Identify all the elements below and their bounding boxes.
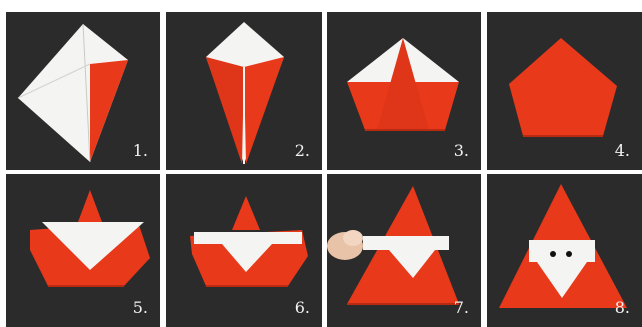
step-3-photo: 3. <box>327 12 481 170</box>
step-7-photo: 7. <box>327 174 481 327</box>
step-2-photo: 2. <box>166 12 322 170</box>
step-4-number: 4. <box>615 141 630 160</box>
step-6-photo: 6. <box>166 174 322 327</box>
step-1-photo: 1. <box>6 12 160 170</box>
step-8-number: 8. <box>615 298 630 317</box>
step-5-photo: 5. <box>6 174 160 327</box>
step-6-number: 6. <box>295 298 310 317</box>
step-3-number: 3. <box>454 141 469 160</box>
step-4-photo: 4. <box>487 12 642 170</box>
step-2-number: 2. <box>295 141 310 160</box>
step-8-photo: 8. <box>487 174 642 327</box>
step-7-number: 7. <box>454 298 469 317</box>
step-5-number: 5. <box>133 298 148 317</box>
step-1-number: 1. <box>133 141 148 160</box>
right-eye <box>566 251 572 257</box>
left-eye <box>550 251 556 257</box>
